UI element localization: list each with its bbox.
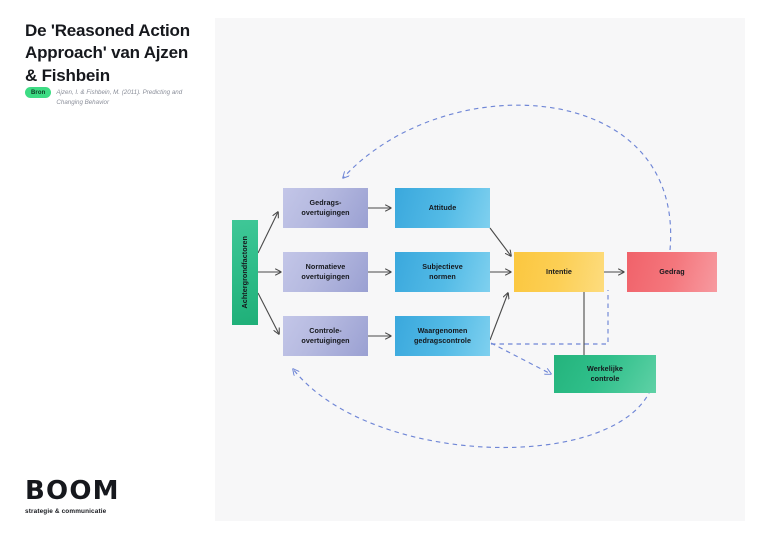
node-normatieve-overtuigingen-label: Normatieve overtuigingen — [301, 261, 350, 281]
node-achtergrondfactoren-label: Achtergrondfactoren — [239, 236, 249, 309]
node-subjectieve-normen[interactable]: Subjectieve normen — [395, 252, 490, 292]
page-title: De 'Reasoned Action Approach' van Ajzen … — [25, 21, 190, 85]
source-badge: Bron — [25, 87, 52, 98]
boom-logo: BOOM strategie & communicatie — [25, 478, 185, 515]
node-intentie[interactable]: Intentie — [514, 252, 604, 292]
node-waargenomen-gedragscontrole-label: Waargenomen gedragscontrole — [413, 325, 472, 345]
node-werkelijke-controle[interactable]: Werkelijke controle — [554, 355, 656, 393]
node-gedragsovertuigingen-label: Gedrags- overtuigingen — [301, 197, 350, 217]
logo-wordmark: BOOM — [25, 476, 120, 506]
left-column: De 'Reasoned Action Approach' van Ajzen … — [0, 0, 215, 543]
node-attitude[interactable]: Attitude — [395, 188, 490, 228]
node-gedrag[interactable]: Gedrag — [627, 252, 717, 292]
diagram-connectors — [257, 104, 672, 448]
node-werkelijke-controle-label: Werkelijke controle — [587, 363, 623, 383]
node-waargenomen-gedragscontrole[interactable]: Waargenomen gedragscontrole — [395, 316, 490, 356]
logo-tagline: strategie & communicatie — [25, 508, 107, 515]
source-citation: Ajzen, I. & Fishbein, M. (2011). Predict… — [56, 89, 183, 106]
source-block: Bron Ajzen, I. & Fishbein, M. (2011). Pr… — [25, 87, 203, 107]
node-subjectieve-normen-label: Subjectieve normen — [422, 261, 463, 281]
node-gedragsovertuigingen[interactable]: Gedrags- overtuigingen — [283, 188, 368, 228]
node-normatieve-overtuigingen[interactable]: Normatieve overtuigingen — [283, 252, 368, 292]
node-attitude-label: Attitude — [428, 202, 457, 212]
node-achtergrondfactoren[interactable]: Achtergrondfactoren — [232, 220, 258, 325]
node-intentie-label: Intentie — [546, 266, 572, 276]
node-controle-overtuigingen-label: Controle- overtuigingen — [301, 325, 350, 345]
node-controle-overtuigingen[interactable]: Controle- overtuigingen — [283, 316, 368, 356]
diagram-panel: Achtergrondfactoren Gedrags- overtuiging… — [215, 18, 745, 521]
node-gedrag-label: Gedrag — [659, 266, 685, 276]
